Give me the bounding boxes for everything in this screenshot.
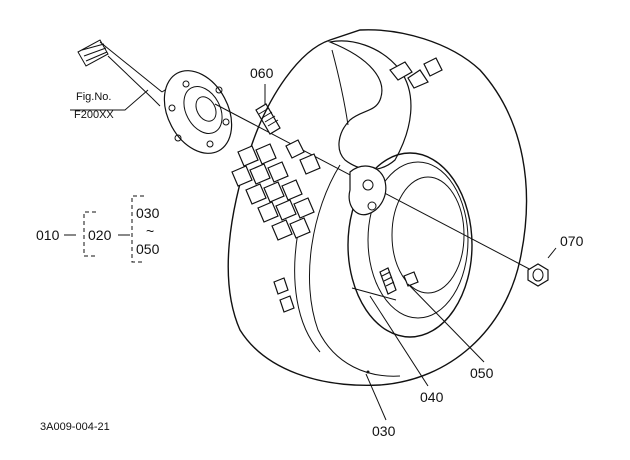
tree-tilde: ~ — [146, 223, 154, 239]
leader-lines — [70, 84, 557, 421]
part-hierarchy — [64, 195, 144, 263]
tree-top-label: 030 — [136, 205, 160, 221]
stud-bolt — [255, 103, 281, 135]
callout-050: 050 — [470, 365, 494, 381]
callout-060: 060 — [250, 65, 274, 81]
figure-code: 3A009-004-21 — [40, 421, 110, 433]
tread-pattern — [231, 139, 321, 313]
wheel-nut — [527, 263, 549, 287]
tire — [227, 29, 528, 387]
figure-reference-line1: Fig.No. — [76, 91, 111, 103]
tree-mid-label: 020 — [88, 227, 112, 243]
callout-040: 040 — [420, 389, 444, 405]
tree-root-label: 010 — [36, 227, 60, 243]
callout-030: 030 — [372, 423, 396, 439]
figure-reference-line2: F200XX — [74, 109, 114, 121]
tree-bottom-label: 050 — [136, 241, 160, 257]
callout-070: 070 — [560, 233, 584, 249]
